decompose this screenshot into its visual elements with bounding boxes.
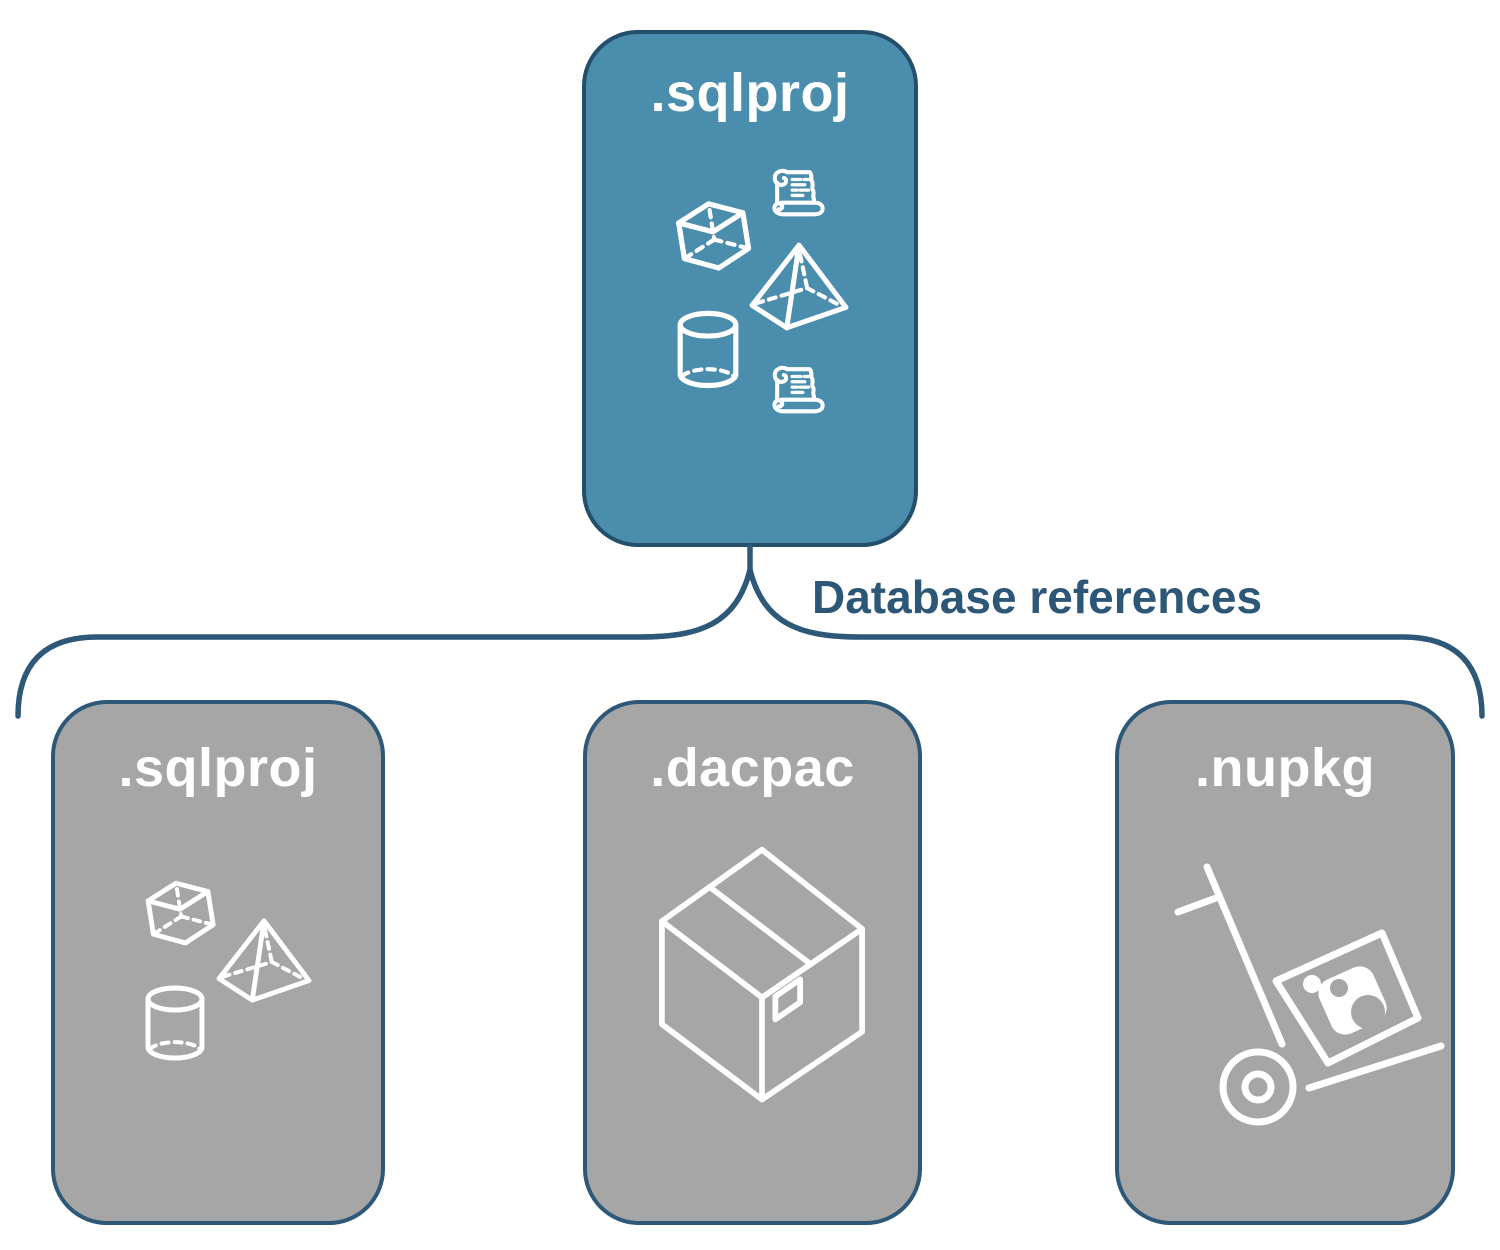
cylinder-icon <box>145 985 205 1061</box>
child-node-title: .nupkg <box>1195 738 1375 798</box>
pyramid-icon <box>216 918 312 1003</box>
cylinder-icon <box>677 310 739 389</box>
node-root-sqlproj: .sqlproj <box>582 30 918 547</box>
node-child-nupkg: .nupkg <box>1115 700 1455 1225</box>
node-child-sqlproj: .sqlproj <box>51 700 385 1225</box>
brace-path <box>15 559 1485 719</box>
child-node-title: .dacpac <box>650 738 855 798</box>
child-node-title: .sqlproj <box>118 738 318 798</box>
hand-truck-package-icon <box>1174 863 1445 1126</box>
node-child-dacpac: .dacpac <box>583 700 922 1225</box>
root-node-title: .sqlproj <box>650 63 850 123</box>
connector-label: Database references <box>812 571 1263 623</box>
pyramid-icon <box>749 242 849 331</box>
scroll-icon <box>772 168 825 217</box>
nuget-logo <box>1303 966 1387 1035</box>
scroll-icon <box>772 365 825 414</box>
cube-icon <box>676 201 752 271</box>
package-box-icon <box>659 846 865 1103</box>
cube-icon <box>145 880 216 946</box>
